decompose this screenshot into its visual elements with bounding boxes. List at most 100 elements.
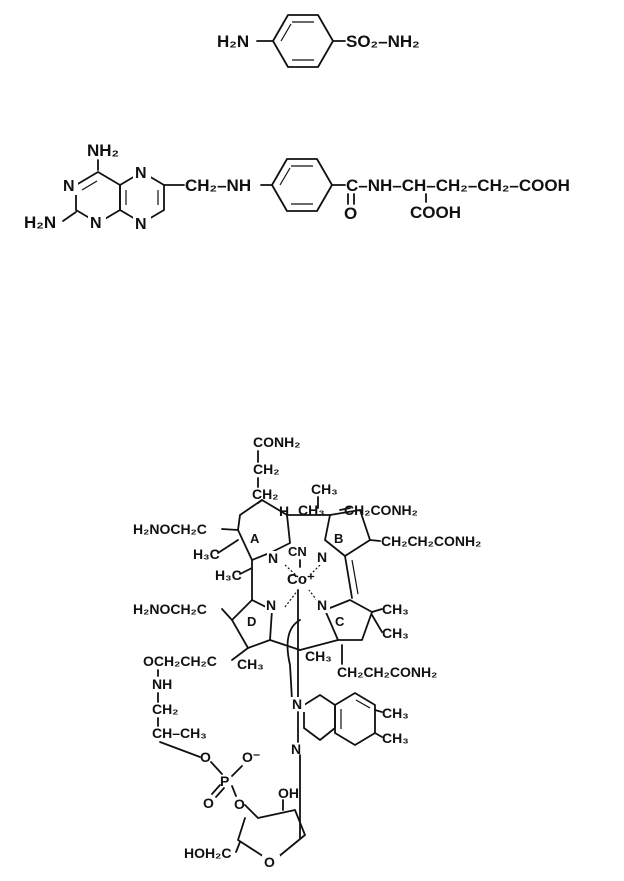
folic-glutamate-chain: C–NH–CH–CH₂–CH₂–COOH	[346, 176, 570, 195]
label-mask	[265, 598, 279, 613]
bond	[215, 787, 225, 798]
coordination-bond	[284, 589, 299, 608]
phosphate-o-ester: O	[234, 796, 245, 812]
n-ring-d: N	[266, 597, 276, 613]
right-ch2ch2conh2: CH₂CH₂CONH₂	[381, 533, 481, 549]
label-mask	[62, 177, 78, 195]
sulfanilamide-structure: H₂N SO₂–NH₂	[217, 14, 420, 68]
double-bond	[279, 167, 291, 186]
benz-ch3-2: CH₃	[382, 730, 409, 746]
n-ring-c: N	[317, 597, 327, 613]
bond	[231, 785, 237, 797]
benzene-ring	[272, 14, 334, 68]
bond	[231, 765, 243, 777]
ch3-d2: CH₃	[305, 648, 332, 664]
folic-n-bridge: N	[135, 165, 147, 182]
folic-benzene-ring	[271, 158, 333, 212]
top-conh2: CONH₂	[253, 434, 300, 450]
bond	[211, 784, 221, 795]
bond	[217, 539, 239, 554]
cyano-group: CN	[288, 544, 307, 559]
bond	[221, 528, 239, 531]
top-ch2-1: CH₂	[253, 461, 279, 477]
cyanocobalamin-structure: CONH₂ CH₂ CH₂ CH₃ H CH₃ CH₂CONH₂ H₂NOCH₂…	[133, 434, 481, 871]
folic-n-lower-right: N	[135, 216, 147, 233]
hoh2c: HOH₂C	[184, 845, 231, 861]
benz-ch3-1: CH₃	[382, 705, 409, 721]
ribose-oh: OH	[278, 785, 299, 801]
top-ch2-2: CH₂	[252, 486, 278, 502]
mid-ch3: CH₃	[298, 502, 325, 518]
ribose-ring	[237, 804, 306, 863]
phosphorus: P	[220, 773, 229, 789]
bond	[371, 614, 383, 633]
h3c-1: H₃C	[193, 546, 220, 562]
label-mask	[290, 742, 304, 757]
folic-top-amine: NH₂	[87, 141, 119, 160]
phosphate-o-double: O	[203, 795, 214, 811]
bond	[210, 761, 223, 775]
left-h2noc-1: H₂NOCH₂C	[133, 521, 207, 537]
bond	[221, 608, 233, 621]
bond	[231, 647, 249, 661]
phosphate-o-link: O	[200, 749, 211, 765]
bond	[269, 639, 301, 651]
ring-c	[324, 599, 373, 641]
label-mask	[291, 697, 305, 712]
coordination-bond	[308, 589, 323, 608]
chain-ch2: CH₂	[152, 701, 178, 717]
benz-n2: N	[291, 741, 301, 757]
h3c-2: H₃C	[215, 567, 242, 583]
ch3-d: CH₃	[237, 656, 264, 672]
double-bond	[81, 180, 98, 191]
right-ch3-2: CH₃	[382, 625, 409, 641]
bond	[374, 709, 383, 713]
label-mask	[133, 163, 151, 181]
bond	[369, 539, 381, 542]
phosphate-o-minus: O⁻	[242, 749, 260, 765]
double-bond	[351, 559, 359, 595]
folic-n-upper-left: N	[63, 178, 75, 195]
ring-d-label: D	[247, 614, 256, 629]
bond	[235, 841, 241, 853]
bond	[62, 211, 77, 222]
ring-a-label: A	[250, 531, 260, 546]
folic-linker: CH₂–NH	[185, 176, 251, 195]
cobalt-ion: Co⁺	[287, 571, 315, 588]
ring-b	[324, 509, 371, 557]
folic-left-amine: H₂N	[24, 213, 56, 232]
imidazole-ring	[303, 694, 336, 741]
folic-n-lower-left: N	[90, 215, 102, 232]
folic-carbonyl-o: O	[344, 204, 357, 223]
ring-b-label: B	[334, 531, 343, 546]
bond	[159, 741, 201, 758]
folic-acid-structure: NH₂ N N N N H₂N CH₂–NH C–NH–CH–CH₂–CH₂–C…	[24, 141, 570, 233]
chain-ch-ch3: CH–CH₃	[152, 725, 207, 741]
right-ch3-1: CH₃	[382, 601, 409, 617]
bond	[286, 619, 301, 701]
left-h2noc-2: H₂NOCH₂C	[133, 601, 207, 617]
coordination-bond	[307, 564, 321, 578]
chain-nh: NH	[152, 676, 172, 692]
bond	[339, 507, 351, 511]
n-ring-b: N	[317, 549, 327, 565]
ring-c-label: C	[335, 614, 345, 629]
bond	[239, 567, 253, 575]
coordination-bond	[284, 564, 299, 578]
label-mask	[316, 550, 330, 565]
top-ch3: CH₃	[311, 481, 338, 497]
ring-h: H	[279, 503, 289, 519]
sulfonamide-group: SO₂–NH₂	[346, 32, 420, 51]
label-mask	[267, 551, 281, 566]
double-bond	[280, 23, 292, 42]
bottom-ch2ch2conh2: CH₂CH₂CONH₂	[337, 664, 437, 680]
double-bond	[355, 699, 371, 709]
bond	[257, 499, 263, 504]
label-mask	[133, 214, 151, 232]
sulfanilamide-amine: H₂N	[217, 32, 249, 51]
label-mask	[88, 213, 106, 231]
ring-a	[237, 499, 291, 561]
och2ch2c: OCH₂CH₂C	[143, 653, 217, 669]
label-mask	[262, 855, 280, 871]
